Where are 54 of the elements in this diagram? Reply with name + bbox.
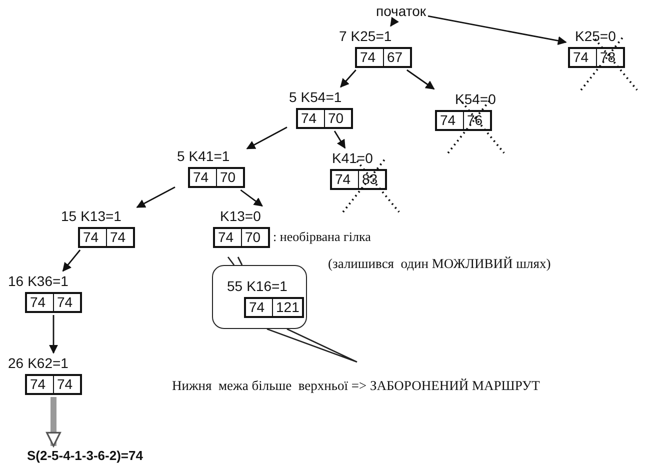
bound-value: 74 — [572, 49, 590, 66]
arrow — [136, 186, 176, 208]
result-arrow — [46, 397, 61, 447]
arrow — [49, 315, 58, 354]
step-number: 16 — [8, 273, 24, 290]
arrow — [428, 15, 567, 46]
speech-bubble — [212, 265, 307, 329]
bound-value: 74 — [334, 171, 352, 188]
branch-label: K25=1 — [350, 28, 392, 45]
bound-value: 74 — [439, 112, 457, 129]
bound-value: 74 — [192, 169, 210, 186]
branch-label: K25=0 — [575, 28, 616, 45]
bound-value: 70 — [241, 229, 268, 246]
branch-label: K36=1 — [28, 273, 68, 290]
start-label: початок — [376, 3, 426, 19]
step-number: 55 — [227, 278, 243, 295]
arrow — [334, 130, 346, 149]
arrow — [246, 126, 288, 150]
bound-value: 74 — [359, 49, 377, 66]
bound-value: 74 — [53, 376, 80, 393]
branch-label: K54=0 — [455, 91, 496, 108]
bound-value: 74 — [53, 294, 80, 311]
branch-label: K41=1 — [188, 148, 230, 165]
note-text: (залишився один МОЖЛИВИЙ шлях) — [328, 256, 551, 272]
branch-label: K13=1 — [80, 208, 122, 225]
bound-value: 74 — [106, 229, 133, 246]
branch-label: K13=0 — [220, 208, 261, 225]
branch-label: K54=1 — [300, 89, 342, 106]
arrow — [390, 16, 399, 27]
bound-value: 74 — [248, 299, 266, 316]
bound-value: 70 — [216, 169, 243, 186]
bound-value: 74 — [82, 229, 100, 246]
bound-value: 121 — [272, 299, 302, 316]
arrow — [62, 250, 81, 272]
bound-value: 74 — [29, 294, 47, 311]
branch-label: K62=1 — [28, 355, 68, 372]
arrow — [406, 69, 435, 90]
bound-value: 67 — [383, 49, 410, 66]
bound-value: 74 — [300, 110, 318, 127]
branch-label: K16=1 — [246, 278, 288, 295]
note-text: Нижня межа більше верхньої => ЗАБОРОНЕНИЙ МАРШРУТ — [172, 378, 540, 394]
step-number: 15 — [61, 208, 77, 225]
bound-value: 74 — [29, 376, 47, 393]
arrow — [240, 189, 263, 207]
result-text: S(2-5-4-1-3-6-2)=74 — [27, 448, 143, 463]
step-number: 7 — [339, 28, 347, 45]
bound-value: 74 — [217, 229, 235, 246]
step-number: 5 — [289, 89, 297, 106]
step-number: 26 — [8, 355, 24, 372]
branch-label: K41=0 — [332, 150, 373, 167]
bound-value: 70 — [324, 110, 351, 127]
step-number: 5 — [177, 148, 185, 165]
arrow — [340, 70, 356, 88]
branch-note: : необірвана гілка — [273, 228, 371, 244]
